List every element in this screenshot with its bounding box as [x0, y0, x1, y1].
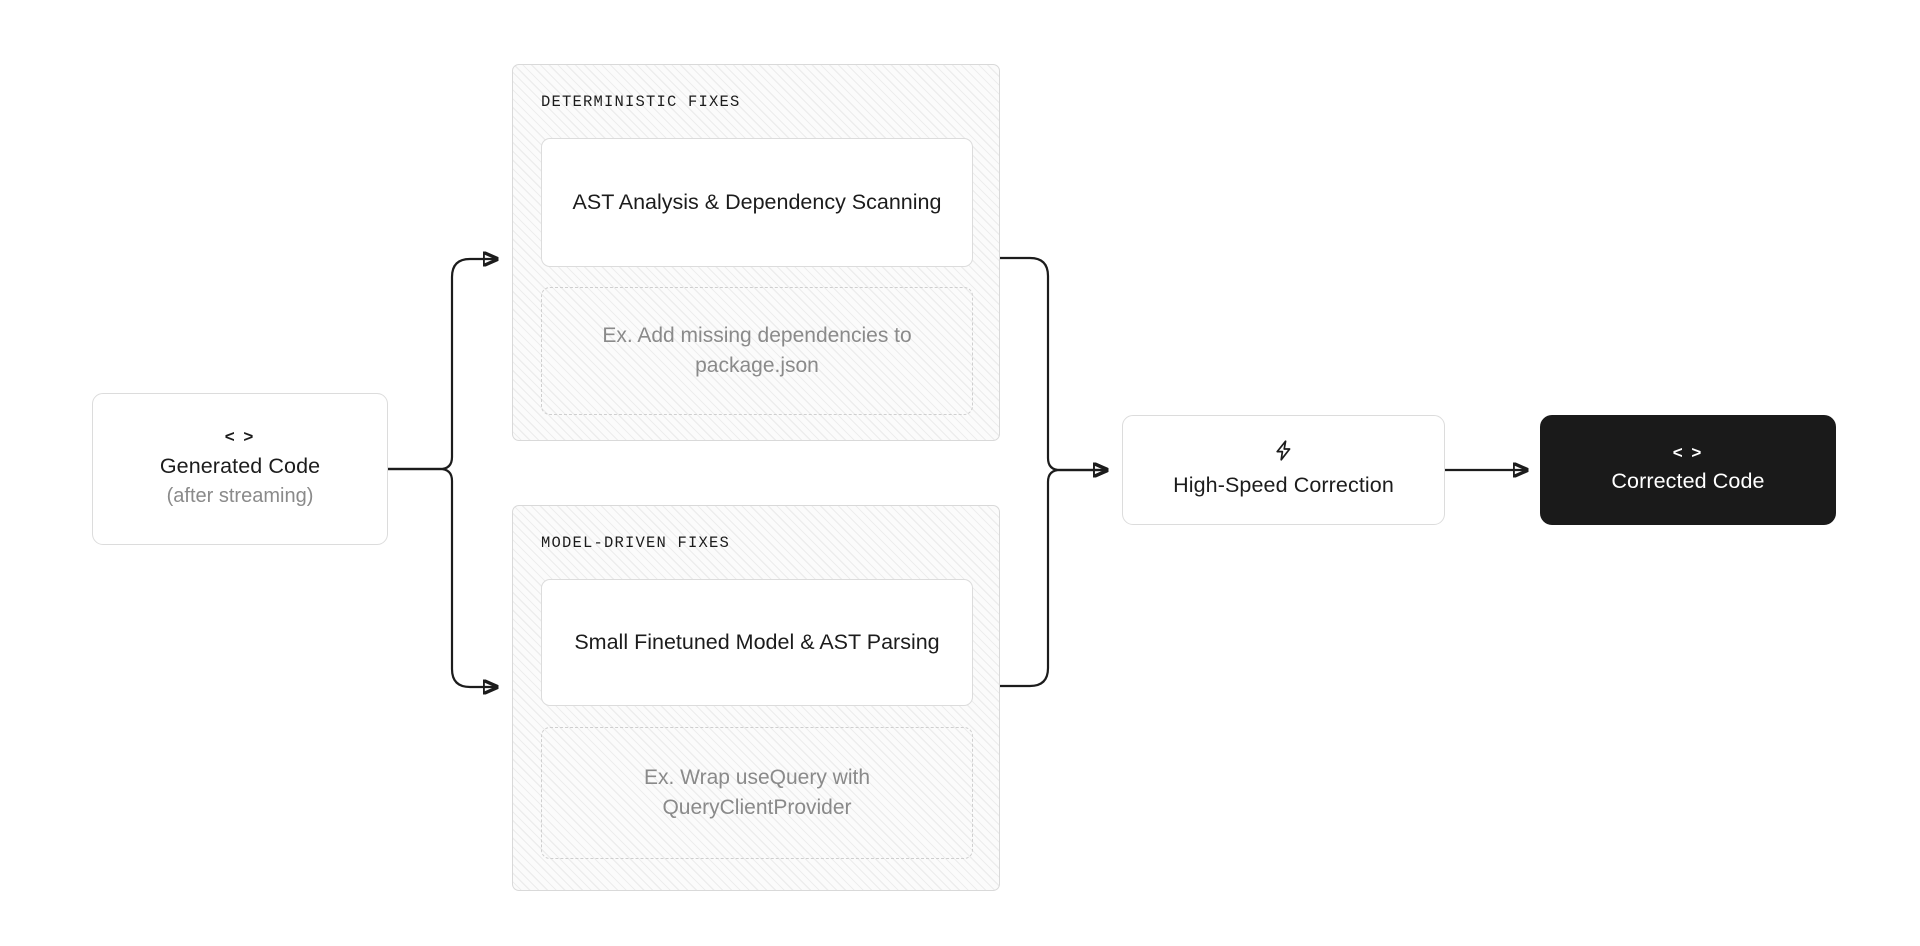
- panel-deterministic-fixes: DETERMINISTIC FIXES AST Analysis & Depen…: [512, 64, 1000, 441]
- code-icon: < >: [1672, 443, 1704, 463]
- node-corrected-code-title: Corrected Code: [1611, 469, 1765, 494]
- edge-model-to-highspeed: [1000, 470, 1107, 688]
- panel-deterministic-fixes-card[interactable]: AST Analysis & Dependency Scanning: [541, 138, 973, 267]
- panel-model-driven-fixes-card[interactable]: Small Finetuned Model & AST Parsing: [541, 579, 973, 706]
- panel-deterministic-fixes-example: Ex. Add missing dependencies to package.…: [541, 287, 973, 415]
- node-generated-code-subtitle: (after streaming): [166, 485, 314, 508]
- node-corrected-code[interactable]: < > Corrected Code: [1540, 415, 1836, 525]
- lightning-bolt-icon: [1275, 440, 1292, 465]
- node-high-speed-correction[interactable]: High-Speed Correction: [1122, 415, 1445, 525]
- edge-deterministic-to-highspeed: [1000, 256, 1107, 470]
- node-generated-code[interactable]: < > Generated Code (after streaming): [92, 393, 388, 545]
- node-generated-code-title: Generated Code: [159, 453, 321, 478]
- panel-model-driven-fixes-card-text: Small Finetuned Model & AST Parsing: [574, 630, 940, 655]
- node-high-speed-correction-title: High-Speed Correction: [1173, 473, 1394, 498]
- panel-model-driven-fixes-header: MODEL-DRIVEN FIXES: [541, 534, 731, 552]
- panel-deterministic-fixes-card-text: AST Analysis & Dependency Scanning: [572, 190, 942, 215]
- panel-model-driven-fixes-example: Ex. Wrap useQuery with QueryClientProvid…: [541, 727, 973, 859]
- code-icon: < >: [224, 426, 256, 446]
- panel-model-driven-fixes-example-text: Ex. Wrap useQuery with QueryClientProvid…: [643, 765, 871, 819]
- panel-deterministic-fixes-example-text: Ex. Add missing dependencies to package.…: [602, 323, 912, 377]
- edge-generated-to-deterministic: [388, 259, 497, 471]
- edge-generated-to-model: [388, 467, 497, 687]
- panel-deterministic-fixes-header: DETERMINISTIC FIXES: [541, 93, 741, 111]
- panel-model-driven-fixes: MODEL-DRIVEN FIXES Small Finetuned Model…: [512, 505, 1000, 891]
